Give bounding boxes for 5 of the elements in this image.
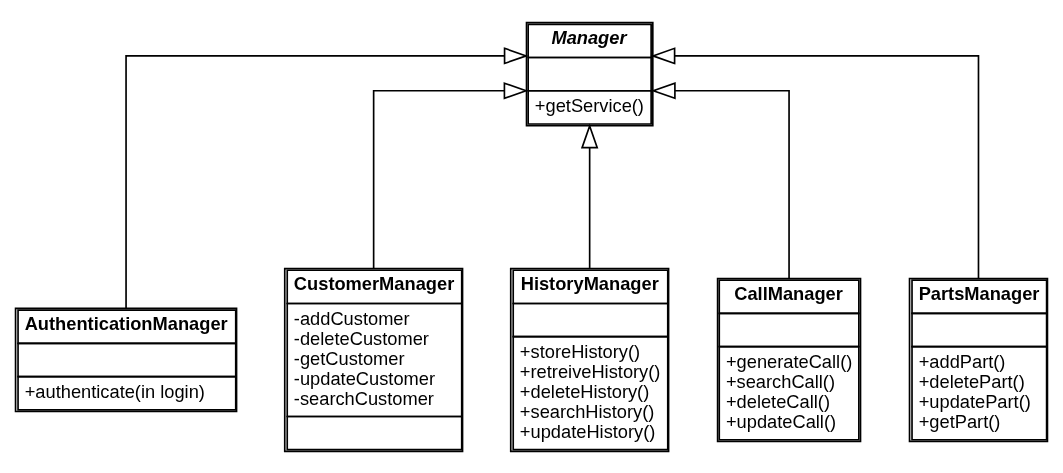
arrow bbox=[125, 46, 529, 309]
arrow bbox=[372, 81, 529, 269]
arrow bbox=[580, 123, 599, 269]
arrow bbox=[650, 81, 790, 279]
arrow bbox=[650, 46, 980, 279]
